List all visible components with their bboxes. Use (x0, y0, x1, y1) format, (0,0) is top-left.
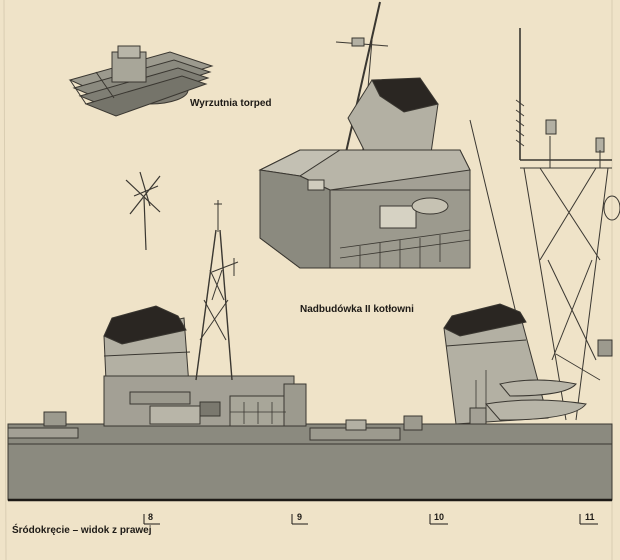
torpedo-launcher-drawing (68, 45, 214, 117)
view-caption: Śródokręcie – widok z prawej (12, 525, 152, 536)
station-ticks (143, 514, 598, 525)
superstructure-drawing (258, 1, 471, 269)
station-number: 8 (148, 512, 154, 522)
torpedo-launcher-label: Wyrzutnia torped (190, 98, 272, 109)
antenna-detail-drawing (125, 171, 161, 251)
station-number: 11 (585, 512, 595, 522)
station-number: 9 (297, 512, 303, 522)
aft-mast-drawing (469, 28, 620, 421)
station-number: 10 (434, 512, 445, 522)
side-elevation-drawing (7, 200, 613, 502)
superstructure-label: Nadbudówka II kotłowni (300, 304, 414, 315)
